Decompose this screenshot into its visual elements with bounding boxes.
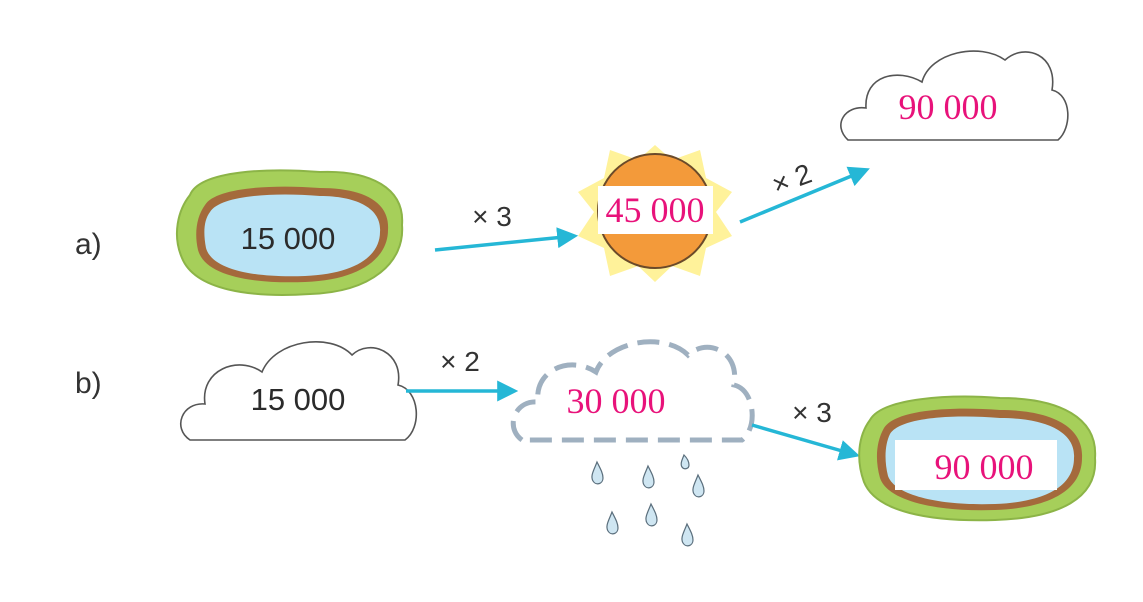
arrow-a1 — [434, 227, 579, 252]
rain-cloud-icon — [510, 339, 755, 443]
part-b-step2-result: 90 000 — [935, 447, 1034, 487]
part-a-step1-result: 45 000 — [606, 190, 705, 230]
raindrop-icon — [645, 502, 658, 527]
raindrop-icon — [642, 464, 655, 489]
cloud-icon — [840, 50, 1069, 141]
raindrop-icon — [680, 453, 690, 470]
part-b-step2-operation: × 3 — [792, 397, 832, 428]
raindrop-icon — [591, 460, 604, 485]
raindrop-icon — [606, 510, 619, 535]
raindrop-icon — [681, 522, 694, 547]
arrow-b2 — [751, 423, 861, 461]
raindrop-icon — [692, 473, 705, 498]
part-a-step1-operation: × 3 — [472, 201, 512, 232]
part-b-start-value: 15 000 — [251, 382, 346, 417]
part-b-step1-result: 30 000 — [567, 381, 666, 421]
part-a-label: a) — [75, 228, 102, 261]
part-b-step1-operation: × 2 — [440, 346, 480, 377]
pond-icon — [858, 395, 1097, 522]
arrow-a2 — [739, 166, 870, 224]
pond-icon — [175, 169, 404, 296]
part-a-step2-result: 90 000 — [899, 87, 998, 127]
part-a-start-value: 15 000 — [241, 221, 336, 256]
part-b-label: b) — [75, 367, 102, 400]
sun-icon — [578, 145, 732, 282]
raindrops — [591, 453, 705, 547]
